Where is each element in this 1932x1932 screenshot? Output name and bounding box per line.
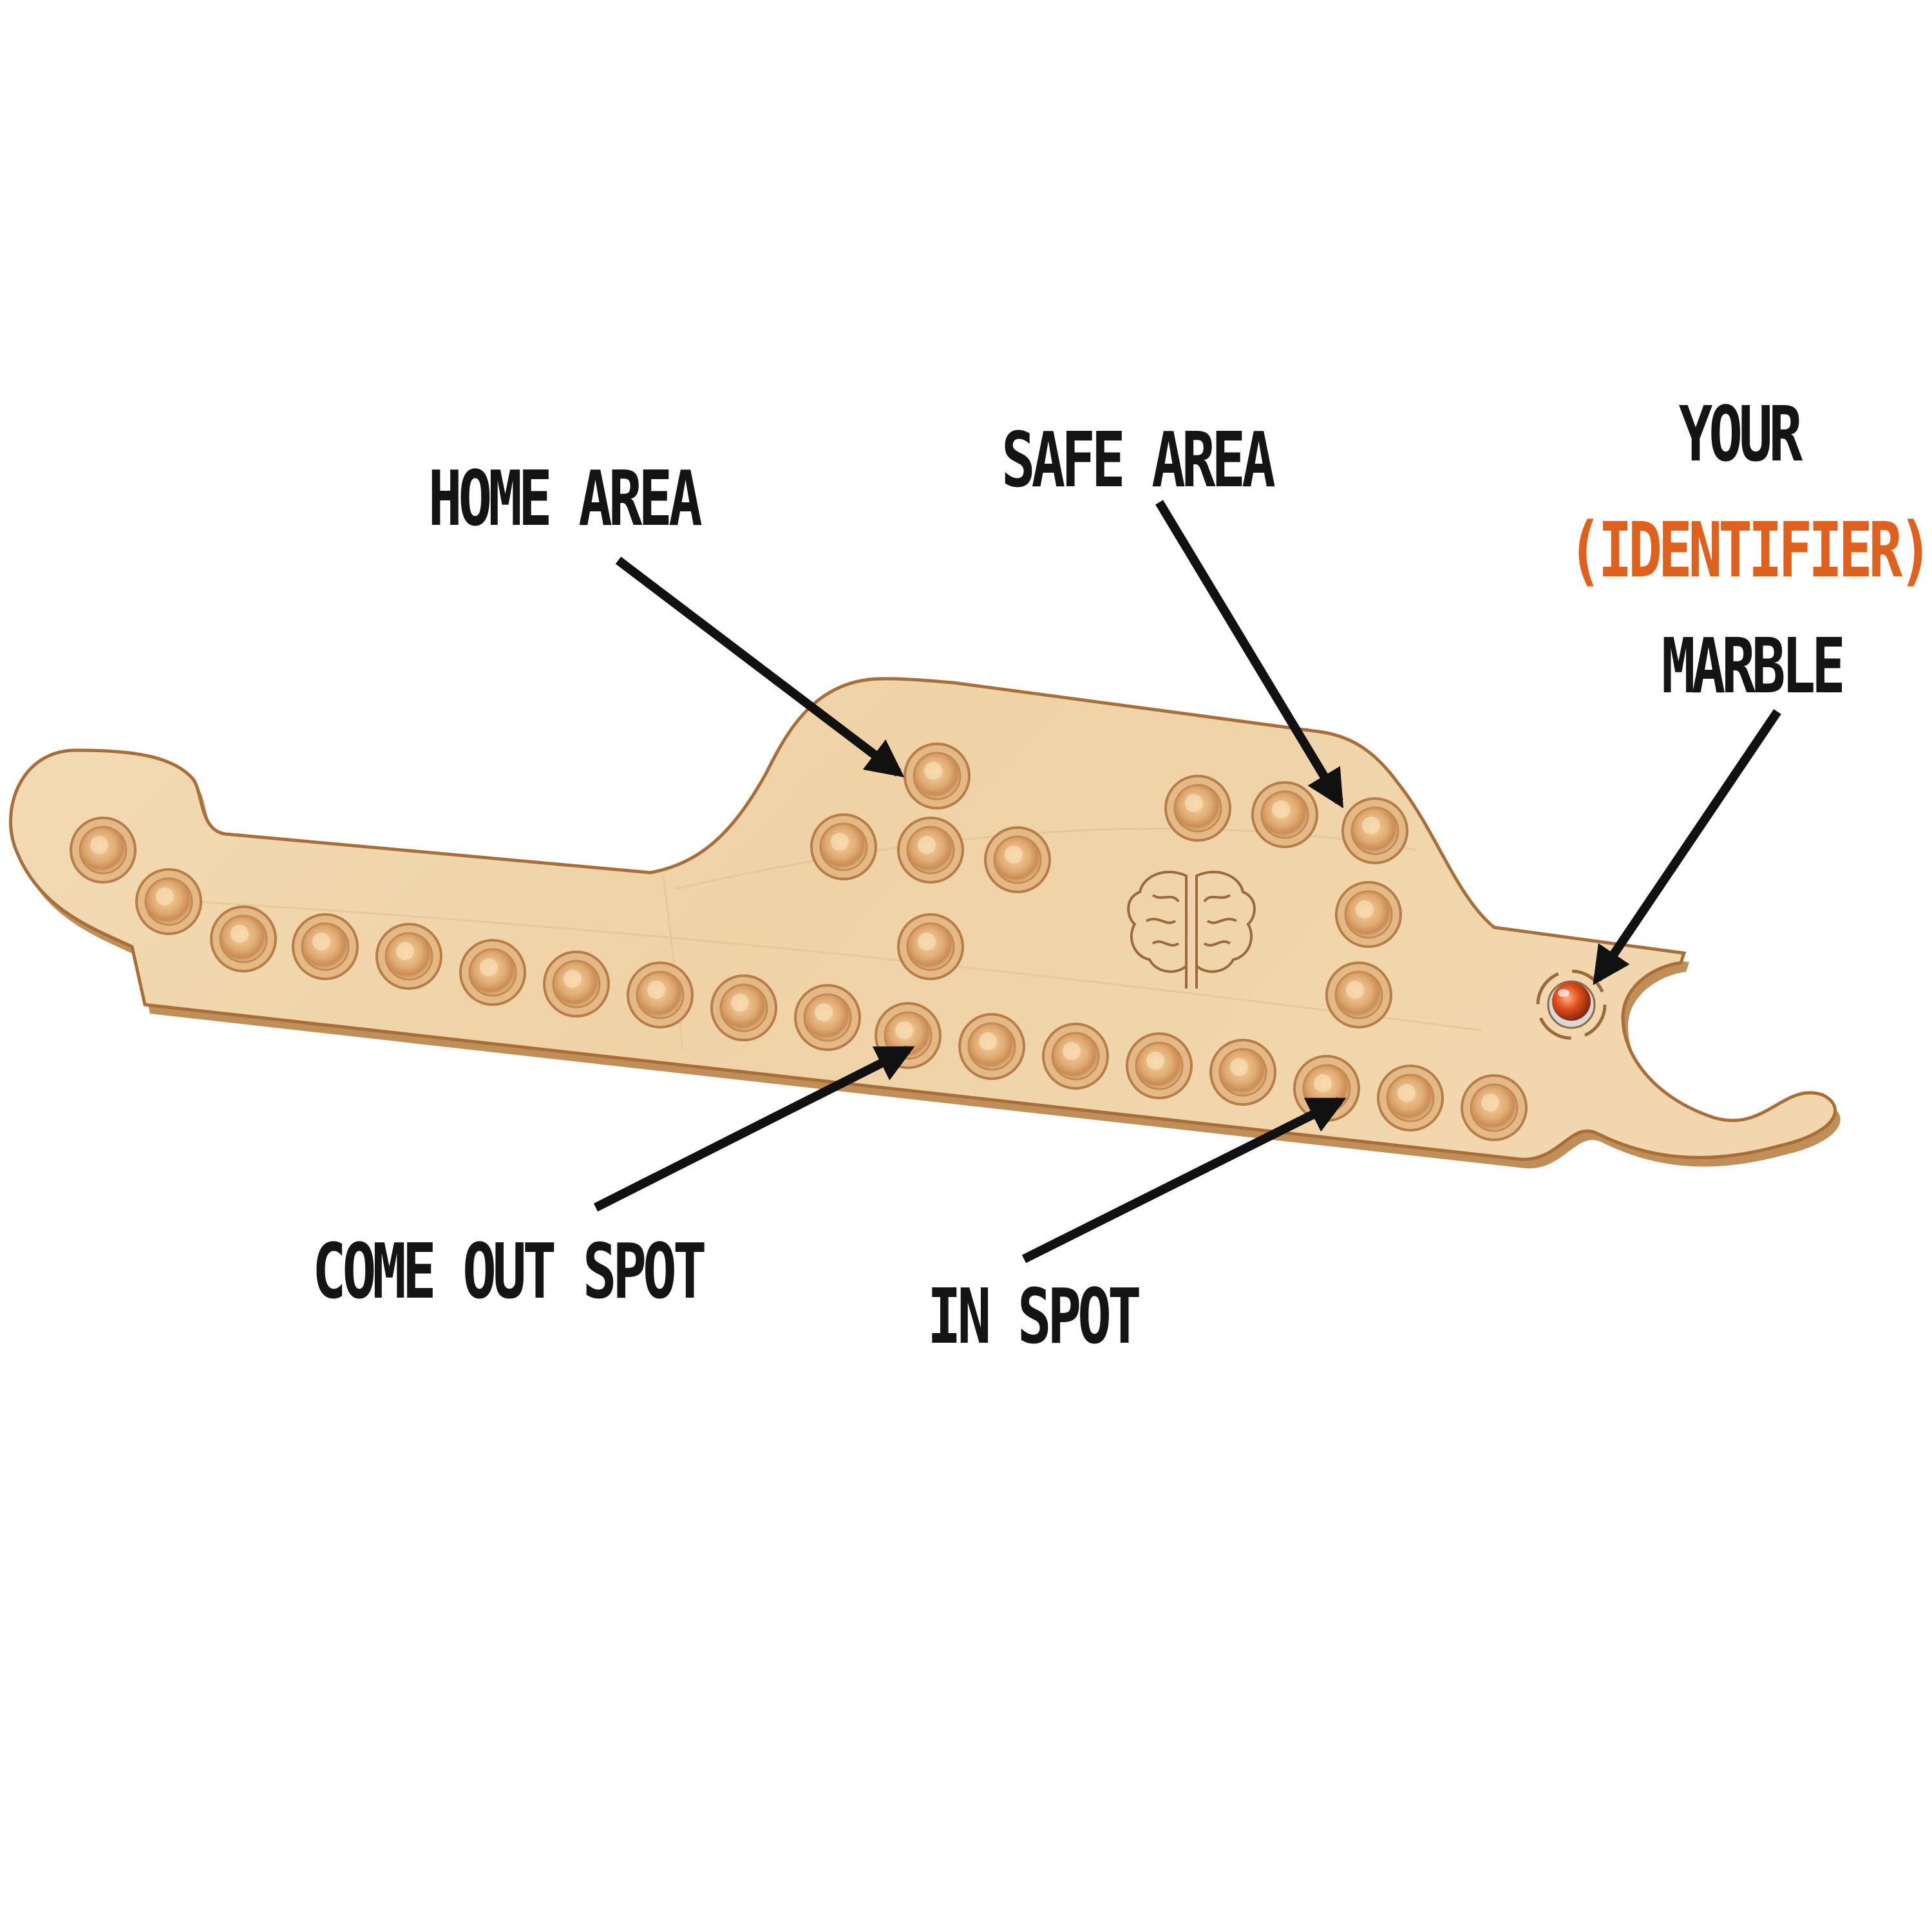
- label-in-spot: IN SPOT: [927, 1272, 1141, 1361]
- label-safe-area: SAFE AREA: [1001, 415, 1276, 504]
- label-come-out-spot: COME OUT SPOT: [312, 1227, 706, 1316]
- board-hole: [459, 939, 526, 1006]
- marble: [1552, 982, 1591, 1021]
- board-hole: [135, 868, 202, 935]
- label-marble: MARBLE: [1662, 621, 1846, 710]
- board-hole: [710, 974, 777, 1041]
- marble-slot: [1536, 969, 1607, 1040]
- label-identifier: (IDENTIFIER): [1568, 506, 1932, 594]
- board-hole: [1377, 1065, 1444, 1132]
- board-hole: [1461, 1074, 1528, 1141]
- board-hole: [1251, 781, 1318, 848]
- board-hole: [810, 813, 877, 880]
- board-hole: [627, 961, 694, 1028]
- board-hole: [375, 923, 442, 990]
- board-hole: [904, 743, 971, 810]
- board-hole: [1164, 775, 1231, 842]
- board-hole: [1341, 797, 1408, 864]
- arrow-safe-area: [1155, 500, 1344, 809]
- arrow-home-area: [615, 556, 905, 778]
- arrow-marble: [1593, 709, 1781, 985]
- board-hole: [1126, 1032, 1193, 1099]
- board-hole: [1325, 961, 1392, 1028]
- board-hole: [210, 905, 277, 972]
- arrows: [593, 500, 1781, 1264]
- board-hole: [1209, 1039, 1276, 1106]
- board-hole: [897, 817, 964, 884]
- board-hole: [984, 826, 1051, 893]
- board-hole: [1042, 1023, 1109, 1090]
- board-hole: [794, 984, 861, 1051]
- label-your: YOUR: [1678, 390, 1803, 478]
- brain-icon: [1127, 871, 1256, 989]
- board-hole: [292, 913, 359, 980]
- board-hole: [958, 1013, 1025, 1080]
- arrow-in-spot: [1021, 1097, 1347, 1264]
- label-home-area: HOME AREA: [428, 454, 703, 543]
- arrow-come-out-spot: [593, 1045, 915, 1212]
- board-hole: [70, 817, 137, 884]
- board-hole: [1335, 881, 1402, 948]
- board-hole: [897, 913, 964, 980]
- board-hole: [543, 951, 610, 1018]
